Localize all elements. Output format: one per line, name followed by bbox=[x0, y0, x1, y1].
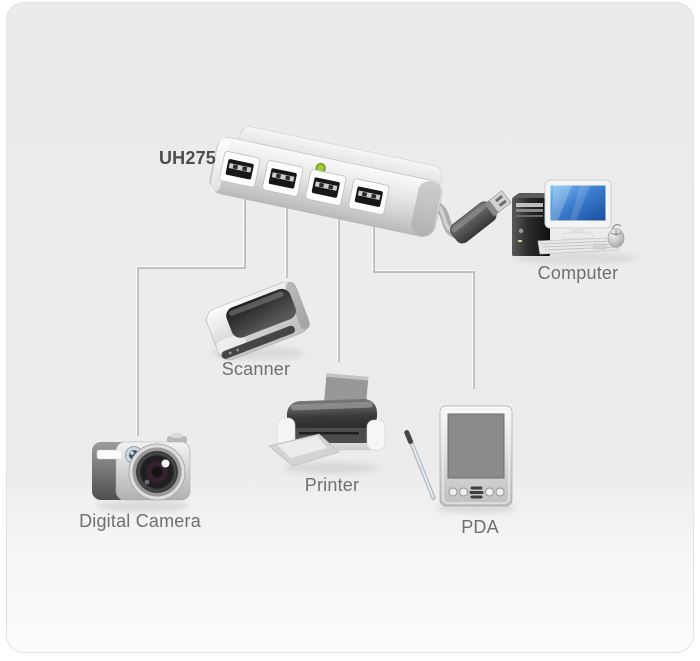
computer-illustration bbox=[512, 179, 637, 264]
pda-screen bbox=[447, 413, 505, 479]
usb-hub bbox=[209, 126, 443, 237]
connection-lines bbox=[135, 193, 475, 436]
hub-model-label: UH275 bbox=[158, 148, 216, 168]
printer-illustration bbox=[268, 373, 386, 474]
printer-label: Printer bbox=[304, 475, 360, 495]
usb-plug bbox=[450, 190, 512, 244]
computer-mouse bbox=[607, 223, 625, 248]
digital-camera-illustration bbox=[92, 433, 191, 512]
scanner-label: Scanner bbox=[221, 359, 291, 379]
line-port4-to-pda bbox=[373, 224, 475, 389]
hub-port-4 bbox=[348, 178, 390, 215]
hub-usb-cable bbox=[427, 190, 512, 244]
computer-label: Computer bbox=[537, 263, 619, 283]
hub-port-1 bbox=[219, 151, 261, 188]
usb-ports bbox=[219, 151, 390, 215]
pda-stylus bbox=[404, 430, 436, 501]
hub-port-2 bbox=[262, 160, 304, 197]
pda-illustration bbox=[436, 405, 516, 514]
scanner-illustration bbox=[206, 281, 310, 361]
pda-label: PDA bbox=[461, 517, 499, 537]
digital-camera-label: Digital Camera bbox=[79, 511, 201, 531]
line-port1-to-camera bbox=[137, 195, 246, 436]
computer-monitor bbox=[544, 179, 612, 239]
hub-port-3 bbox=[305, 169, 347, 206]
diagram-panel bbox=[6, 2, 694, 653]
computer-keyboard bbox=[537, 237, 620, 255]
pda-buttons bbox=[448, 486, 505, 499]
camera-lens bbox=[128, 443, 186, 501]
